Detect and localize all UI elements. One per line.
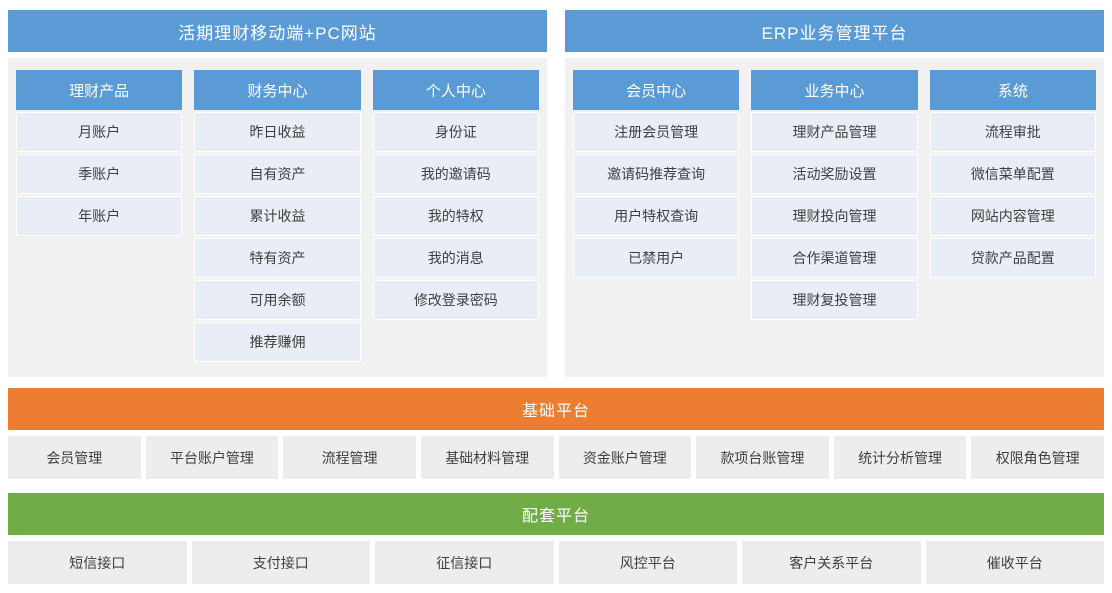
column-header: 系统 [929, 70, 1096, 110]
panel-body: 会员中心注册会员管理邀请码推荐查询用户特权查询已禁用户业务中心理财产品管理活动奖… [565, 58, 1104, 377]
cell: 统计分析管理 [833, 436, 967, 479]
cell: 理财复投管理 [751, 280, 918, 320]
cell: 平台账户管理 [145, 436, 279, 479]
panel-column: 理财产品月账户季账户年账户 [16, 70, 183, 236]
panel-column: 业务中心理财产品管理活动奖励设置理财投向管理合作渠道管理理财复投管理 [751, 70, 918, 320]
cell: 特有资产 [194, 238, 361, 278]
panel-column: 财务中心昨日收益自有资产累计收益特有资产可用余额推荐赚佣 [194, 70, 361, 362]
cell: 活动奖励设置 [751, 154, 918, 194]
cell: 资金账户管理 [558, 436, 692, 479]
cell: 推荐赚佣 [194, 322, 361, 362]
cell: 自有资产 [194, 154, 361, 194]
cell: 用户特权查询 [573, 196, 740, 236]
cell: 理财产品管理 [751, 112, 918, 152]
column-header: 个人中心 [372, 70, 539, 110]
cell: 催收平台 [925, 541, 1104, 584]
cell: 客户关系平台 [742, 541, 921, 584]
cell: 权限角色管理 [971, 436, 1104, 479]
cell: 邀请码推荐查询 [573, 154, 740, 194]
panel-column: 会员中心注册会员管理邀请码推荐查询用户特权查询已禁用户 [573, 70, 740, 278]
cell: 我的特权 [372, 196, 539, 236]
cell: 可用余额 [194, 280, 361, 320]
band-basic-platform-title: 基础平台 [8, 388, 1104, 430]
cell: 短信接口 [8, 541, 187, 584]
cell: 累计收益 [194, 196, 361, 236]
cell: 微信菜单配置 [929, 154, 1096, 194]
band-support-platform-title: 配套平台 [8, 493, 1104, 535]
cell: 基础材料管理 [420, 436, 554, 479]
cell: 款项台账管理 [696, 436, 829, 479]
cell: 注册会员管理 [573, 112, 740, 152]
cell: 征信接口 [375, 541, 554, 584]
cell: 网站内容管理 [929, 196, 1096, 236]
cell: 修改登录密码 [372, 280, 539, 320]
cell: 已禁用户 [573, 238, 740, 278]
column-header: 会员中心 [573, 70, 740, 110]
band-basic-platform-items: 会员管理平台账户管理流程管理基础材料管理资金账户管理款项台账管理统计分析管理权限… [8, 436, 1104, 479]
cell: 我的邀请码 [372, 154, 539, 194]
panel-title: ERP业务管理平台 [565, 10, 1104, 52]
cell: 月账户 [16, 112, 183, 152]
cell: 贷款产品配置 [929, 238, 1096, 278]
cell: 年账户 [16, 196, 183, 236]
panel-body: 理财产品月账户季账户年账户财务中心昨日收益自有资产累计收益特有资产可用余额推荐赚… [8, 58, 547, 377]
top-panels: 活期理财移动端+PC网站 理财产品月账户季账户年账户财务中心昨日收益自有资产累计… [8, 10, 1104, 377]
cell: 流程管理 [283, 436, 416, 479]
cell: 支付接口 [191, 541, 370, 584]
column-header: 财务中心 [194, 70, 361, 110]
panel-title: 活期理财移动端+PC网站 [8, 10, 547, 52]
band-support-platform-items: 短信接口支付接口征信接口风控平台客户关系平台催收平台 [8, 541, 1104, 584]
cell: 我的消息 [372, 238, 539, 278]
panel-mobile-pc-site: 活期理财移动端+PC网站 理财产品月账户季账户年账户财务中心昨日收益自有资产累计… [8, 10, 547, 377]
cell: 合作渠道管理 [751, 238, 918, 278]
column-header: 业务中心 [751, 70, 918, 110]
column-header: 理财产品 [16, 70, 183, 110]
cell: 身份证 [372, 112, 539, 152]
cell: 会员管理 [8, 436, 141, 479]
cell: 风控平台 [558, 541, 737, 584]
cell: 理财投向管理 [751, 196, 918, 236]
cell: 季账户 [16, 154, 183, 194]
panel-column: 系统流程审批微信菜单配置网站内容管理贷款产品配置 [929, 70, 1096, 278]
panel-erp-platform: ERP业务管理平台 会员中心注册会员管理邀请码推荐查询用户特权查询已禁用户业务中… [565, 10, 1104, 377]
panel-column: 个人中心身份证我的邀请码我的特权我的消息修改登录密码 [372, 70, 539, 320]
cell: 流程审批 [929, 112, 1096, 152]
cell: 昨日收益 [194, 112, 361, 152]
